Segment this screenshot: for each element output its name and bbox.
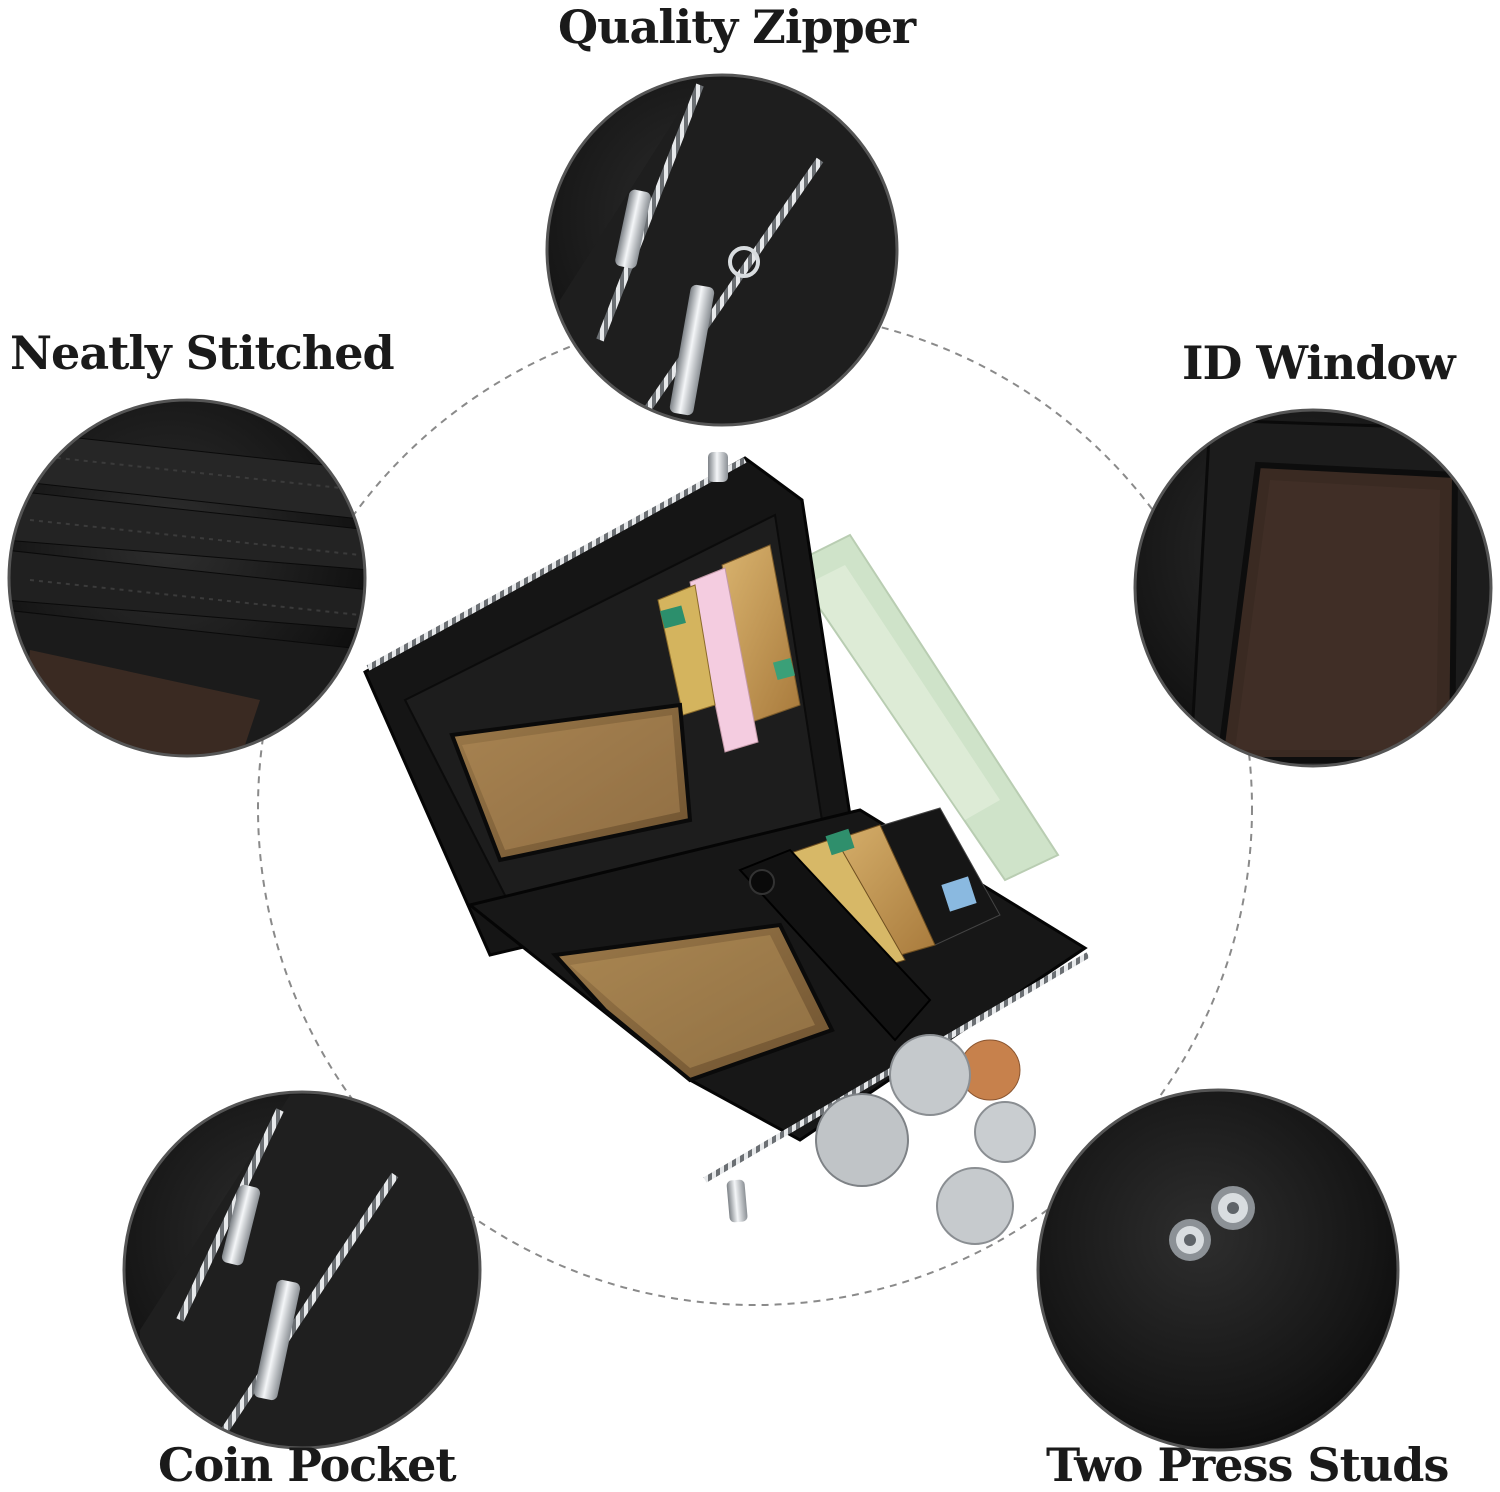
stitching-detail-circle [7, 398, 367, 758]
strap-snap-icon [749, 869, 775, 895]
top-zipper-pull-icon [708, 452, 728, 482]
zipper-detail-circle [545, 73, 899, 427]
wallet-main-image [363, 452, 1090, 1245]
bottom-zipper-pull-icon [726, 1179, 748, 1223]
coin-zipper-pull-icon [221, 1184, 261, 1266]
zipper-pull-icon [615, 189, 651, 269]
press-stud-icon-2 [1169, 1219, 1211, 1261]
label-two-press-studs: Two Press Studs [1046, 1438, 1449, 1492]
coin-pocket-detail-circle [122, 1090, 482, 1450]
card-slots-lower [784, 807, 1001, 973]
label-quality-zipper: Quality Zipper [558, 0, 916, 54]
coin-zipper-pull-icon-2 [253, 1279, 301, 1401]
card-slots-upper [657, 544, 801, 753]
strap [738, 848, 932, 1042]
press-stud-icon [1211, 1186, 1255, 1230]
id-window-detail-circle [1133, 408, 1493, 768]
id-window-upper [449, 702, 693, 863]
label-coin-pocket: Coin Pocket [158, 1438, 457, 1492]
label-id-window: ID Window [1182, 336, 1456, 390]
label-neatly-stitched: Neatly Stitched [10, 326, 395, 380]
press-studs-detail-circle [1036, 1088, 1400, 1452]
zipper-pull-icon-2 [669, 284, 715, 416]
id-window-lower [550, 922, 835, 1083]
coins [815, 1034, 1036, 1245]
